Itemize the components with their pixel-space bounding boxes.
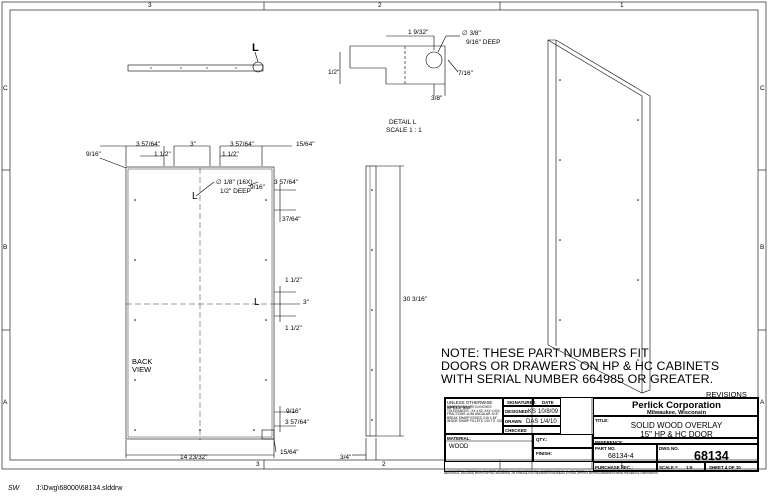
back-view-label: BACK — [132, 357, 153, 366]
company-city: Milwaukee, Wisconsin — [646, 410, 706, 416]
title-line: SOLID WOOD OVERLAY — [630, 421, 723, 430]
zone-bottom-3: 3 — [256, 461, 260, 468]
detail-title: DETAIL L — [389, 119, 417, 126]
detail-dim: 9/16" DEEP — [466, 39, 501, 46]
legal-text: THIS DOCUMENT, PUBLICATION, SOFTWARE, DR… — [444, 470, 744, 475]
material-value: WOOD — [449, 444, 469, 450]
back-view-marker: L — [192, 191, 198, 202]
detail-l-part — [349, 45, 446, 85]
back-dim: 37/64" — [282, 216, 301, 223]
back-view-label: VIEW — [132, 365, 152, 374]
back-dim: 15/64" — [280, 449, 299, 456]
drawn-label: DRAWN — [505, 419, 522, 424]
footer-path: J:\Dwg\68000\68134.slddrw — [36, 485, 123, 492]
designed-label: DESIGNED — [505, 409, 528, 414]
detail-dim: 7/16" — [458, 70, 473, 77]
back-dim: 9/16" — [286, 408, 301, 415]
back-dim: 9/16" — [250, 184, 265, 191]
isometric-part — [547, 39, 651, 394]
back-dim: 14 23/32" — [180, 454, 208, 461]
note-line: DOORS OR DRAWERS ON HP & HC CABINETS — [441, 359, 720, 373]
title-block: UNLESS OTHERWISE SPECIFIED: DIMENSIONS A… — [444, 397, 759, 472]
back-dim: 1/2" DEEP — [220, 188, 251, 195]
zone-right-a: A — [760, 399, 765, 406]
detail-scale: SCALE 1 : 1 — [386, 127, 422, 134]
note-line: NOTE: THESE PART NUMBERS FIT — [441, 346, 649, 360]
back-dim: 1 1/2" — [285, 277, 302, 284]
title-line: 15" HP & HC DOOR — [640, 430, 713, 439]
detail-dim: ∅ 3/8" — [462, 30, 481, 37]
designed-date: 10/8/09 — [538, 409, 559, 415]
dwg-no-label: DWG NO. — [659, 446, 679, 451]
note-line: WITH SERIAL NUMBER 664985 OR GREATER. — [441, 372, 714, 386]
detail-l-hole — [425, 51, 443, 69]
sheet-label: SHEET 4 OF 10 — [709, 465, 741, 470]
back-dim: 15/64" — [296, 141, 315, 148]
detail-marker-label: L — [252, 42, 259, 54]
hole-markers — [134, 79, 639, 431]
checked-label: CHECKED — [505, 428, 527, 433]
top-view-part — [127, 64, 264, 72]
footer-prefix: SW — [8, 485, 20, 492]
back-dim: 3 57/64" — [285, 419, 309, 426]
side-height-dim: 30 3/16" — [403, 296, 427, 303]
detail-l-callout — [252, 61, 264, 73]
zone-top-1: 1 — [620, 2, 624, 9]
detail-dim: 3/8" — [431, 95, 443, 102]
drawn-by: DAS — [526, 419, 539, 425]
inner-border — [9, 9, 759, 461]
zone-bottom-2: 2 — [382, 461, 386, 468]
signatures-label: SIGNATURES — [507, 400, 536, 405]
zone-top-3: 3 — [148, 2, 152, 9]
back-dim: 1 1/2" — [222, 151, 239, 158]
company-name: Perlick Corporation — [631, 400, 722, 411]
back-dim: 3 57/64" — [136, 141, 160, 148]
purchase-label: PURCHASE REC.: — [595, 465, 633, 470]
qty-label: QTY.: — [536, 437, 548, 442]
designed-by: KS — [528, 409, 537, 415]
back-dim: 1 1/2" — [285, 325, 302, 332]
tolerance-box: UNLESS OTHERWISE SPECIFIED: DIMENSIONS A… — [445, 398, 503, 434]
date-label: DATE — [542, 400, 554, 405]
drawn-date: 1/4/10 — [540, 419, 557, 425]
finish-label: FINISH: — [536, 451, 552, 456]
back-dim: 3" — [190, 141, 196, 148]
back-dim: 3 57/64" — [230, 141, 254, 148]
back-dim: 3" — [303, 299, 309, 306]
dwg-no: 68134 — [694, 449, 729, 463]
zone-left-a: A — [3, 399, 8, 406]
part-no-label: PART NO. — [595, 446, 616, 451]
side-thickness-dim: 3/4" — [340, 454, 352, 461]
material-label: MATERIAL: — [447, 436, 471, 441]
reference-label: REFERENCE: — [595, 439, 624, 445]
unless-label: UNLESS OTHERWISE SPECIFIED: — [447, 400, 493, 410]
zone-bottom-1: 1 — [620, 461, 624, 468]
tolerance-text: DIMENSIONS ARE IN INCHES TOLERANCES: .XX… — [447, 405, 503, 424]
zone-left-c: C — [3, 85, 8, 92]
revisions-label: REVISIONS — [706, 390, 747, 399]
zone-top-2: 2 — [378, 2, 382, 9]
side-view-part — [365, 165, 377, 437]
detail-dim: 1/2" — [328, 69, 340, 76]
title-label: TITLE: — [595, 418, 609, 423]
scale-label: SCALE = — [659, 465, 678, 470]
back-dim: 1 1/2" — [154, 151, 171, 158]
back-dim: ∅ 1/8" (16X) — [216, 179, 253, 186]
back-view-marker: L — [254, 297, 260, 308]
back-dim: 3 57/64" — [274, 179, 298, 186]
outer-border — [1, 1, 767, 470]
note: NOTE: THESE PART NUMBERS FIT DOORS OR DR… — [441, 347, 719, 386]
zone-left-b: B — [3, 244, 8, 251]
back-dim: 9/16" — [86, 151, 101, 158]
zone-right-b: B — [760, 244, 765, 251]
scale-value: 1:5 — [686, 465, 693, 470]
detail-dim: 1 9/32" — [408, 29, 429, 36]
zone-right-c: C — [760, 85, 765, 92]
part-no: 68134-4 — [608, 453, 634, 460]
